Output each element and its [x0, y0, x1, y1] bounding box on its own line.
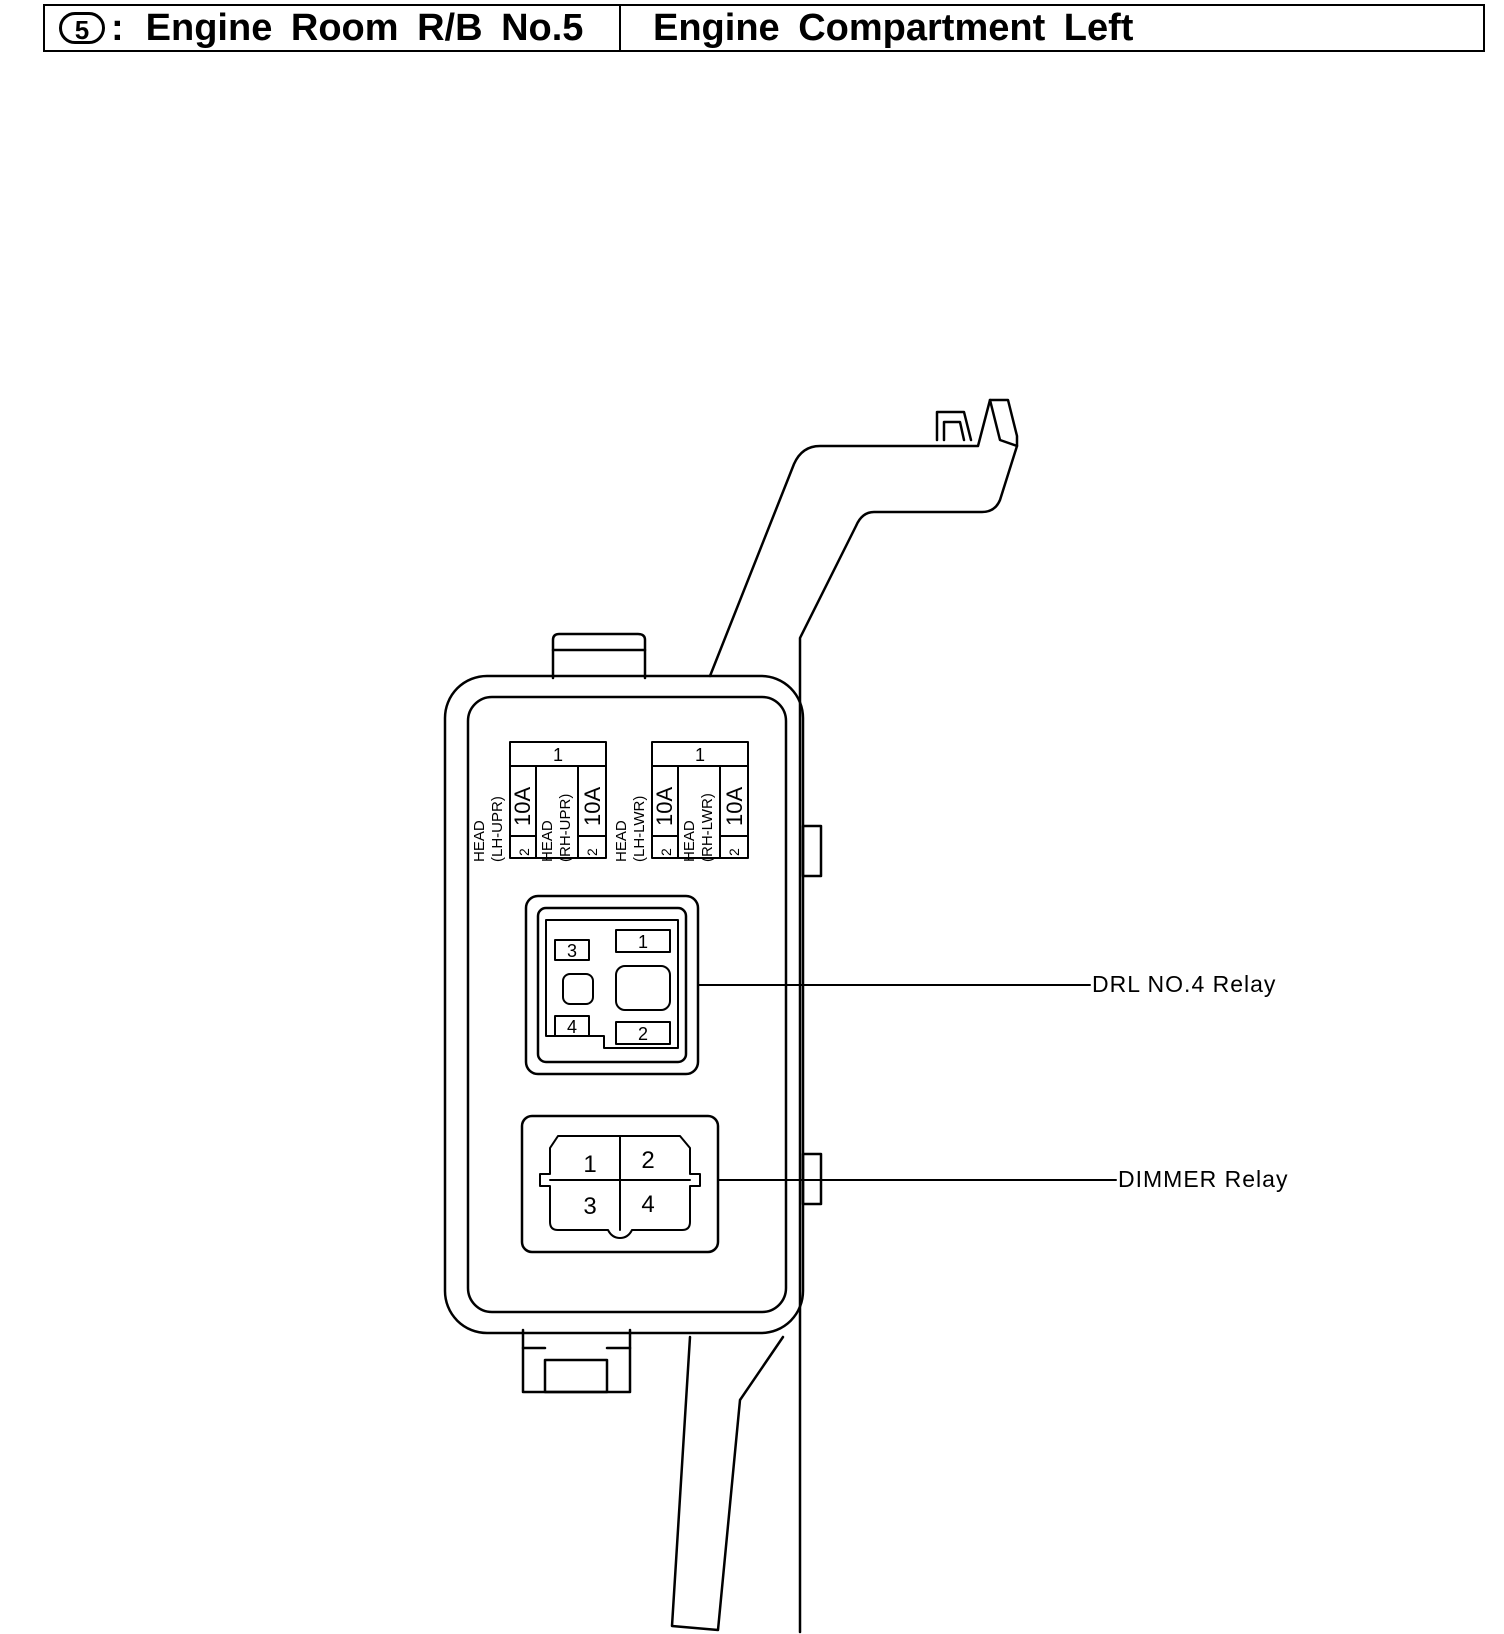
relay-box-housing [443, 674, 805, 1335]
drl-terminal-4: 4 [567, 1017, 577, 1037]
box-number-badge: 5 [59, 12, 105, 45]
dimmer-terminal-1: 1 [583, 1151, 596, 1178]
dimmer-terminal-2: 2 [641, 1147, 654, 1174]
fuse-rh-lwr-circuit: (RH-LWR) [699, 793, 716, 862]
fuse-block-upper-pair [509, 741, 607, 859]
relay-box-inner-panel [466, 695, 788, 1314]
header-bar: 5 : Engine Room R/B No.5 Engine Compartm… [43, 4, 1485, 52]
drl-terminal-3: 3 [567, 941, 577, 961]
drl-relay-socket [524, 894, 700, 1076]
relay-box-title: Engine Room R/B No.5 [145, 6, 584, 49]
dimmer-terminal-4: 4 [641, 1191, 654, 1218]
fuse-block-1-terminal: 1 [553, 745, 563, 765]
fuse-rh-lwr-terminal: 2 [726, 848, 742, 856]
fuse-lh-lwr-circuit: (LH-LWR) [631, 796, 648, 862]
fuse-block-lower-pair [651, 741, 749, 859]
fuse-rh-upr-circuit: (RH-UPR) [557, 794, 574, 862]
drl-relay-label: DRL NO.4 Relay [1092, 971, 1277, 997]
fuse-lh-upr-rating: 10A [510, 787, 535, 826]
upper-bracket [708, 398, 1019, 1634]
fuse-lh-lwr-terminal: 2 [658, 848, 674, 856]
fuse-rh-lwr-rating: 10A [722, 787, 747, 826]
header-separator: : [111, 6, 124, 49]
drl-terminal-2: 2 [638, 1024, 648, 1044]
top-tab [551, 632, 647, 680]
dimmer-relay-socket [520, 1114, 720, 1254]
fuse-lh-lwr-name: HEAD [613, 820, 630, 862]
bottom-connector-tab [521, 1328, 632, 1394]
fuse-rh-upr-name: HEAD [539, 820, 556, 862]
fuse-lh-upr-name: HEAD [471, 820, 488, 862]
dimmer-relay-label: DIMMER Relay [1118, 1166, 1289, 1192]
fuse-lh-upr-terminal: 2 [516, 848, 532, 856]
fuse-block-2-terminal: 1 [695, 745, 705, 765]
dimmer-terminal-3: 3 [583, 1193, 596, 1220]
location-title: Engine Compartment Left [653, 6, 1134, 49]
fuse-rh-lwr-name: HEAD [681, 820, 698, 862]
fuse-rh-upr-terminal: 2 [584, 848, 600, 856]
header-title-cell: 5 : Engine Room R/B No.5 [45, 6, 621, 50]
lower-bracket [670, 1335, 785, 1632]
fuse-lh-lwr-rating: 10A [652, 787, 677, 826]
drl-terminal-1: 1 [638, 932, 648, 952]
fuse-lh-upr-circuit: (LH-UPR) [489, 796, 506, 862]
side-tab-upper [801, 824, 823, 878]
fuse-rh-upr-rating: 10A [580, 787, 605, 826]
